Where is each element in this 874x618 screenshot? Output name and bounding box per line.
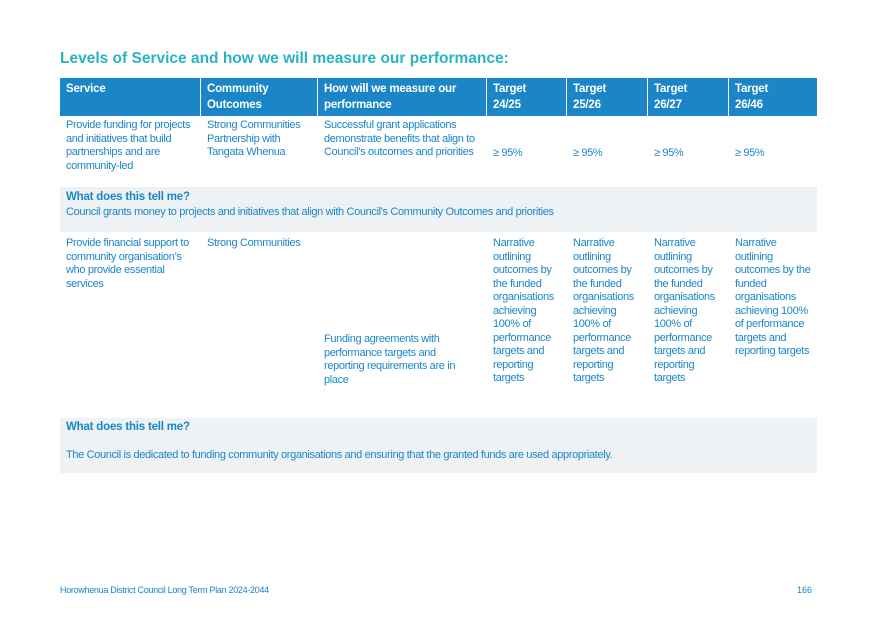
row2-community-outcomes: Strong Communities xyxy=(207,237,301,249)
tell-me-heading-2: What does this tell me? xyxy=(66,421,190,433)
row1-target-26-27: ≥ 95% xyxy=(654,147,684,159)
tell-me-heading-1: What does this tell me? xyxy=(66,191,190,203)
tell-me-text-2: The Council is dedicated to funding comm… xyxy=(66,449,613,461)
tell-me-text-1: Council grants money to projects and ini… xyxy=(66,206,554,218)
tell-me-band-1 xyxy=(60,187,817,232)
page-number: 166 xyxy=(797,585,813,595)
header-target-24-25: Target 24/25 xyxy=(487,78,566,116)
row2-target-25-26: Narrative outlining outcomes by the fund… xyxy=(573,237,634,384)
row2-target-26-27: Narrative outlining outcomes by the fund… xyxy=(654,237,715,384)
header-service: Service xyxy=(60,78,200,116)
row1-target-26-46: ≥ 95% xyxy=(735,147,765,159)
header-target-26-27: Target 26/27 xyxy=(648,78,728,116)
header-target-25-26: Target 25/26 xyxy=(567,78,647,116)
row2-service: Provide financial support to community o… xyxy=(66,237,189,290)
row2-measure: Funding agreements with performance targ… xyxy=(324,333,456,386)
row1-target-24-25: ≥ 95% xyxy=(493,147,523,159)
row1-measure: Successful grant applications demonstrat… xyxy=(324,119,475,158)
header-community-outcomes: Community Outcomes xyxy=(201,78,317,116)
row2-target-24-25: Narrative outlining outcomes by the fund… xyxy=(493,237,554,384)
row1-service: Provide funding for projects and initiat… xyxy=(66,119,191,172)
footer-document-title: Horowhenua District Council Long Term Pl… xyxy=(60,585,269,595)
row2-target-26-46: Narrative outlining outcomes by the fund… xyxy=(735,237,811,357)
row1-target-25-26: ≥ 95% xyxy=(573,147,603,159)
tell-me-band-2 xyxy=(60,418,817,473)
header-measure: How will we measure our performance xyxy=(318,78,486,116)
row1-community-outcomes: Strong Communities Partnership with Tang… xyxy=(207,119,301,158)
page-title: Levels of Service and how we will measur… xyxy=(60,50,509,67)
header-target-26-46: Target 26/46 xyxy=(729,78,817,116)
